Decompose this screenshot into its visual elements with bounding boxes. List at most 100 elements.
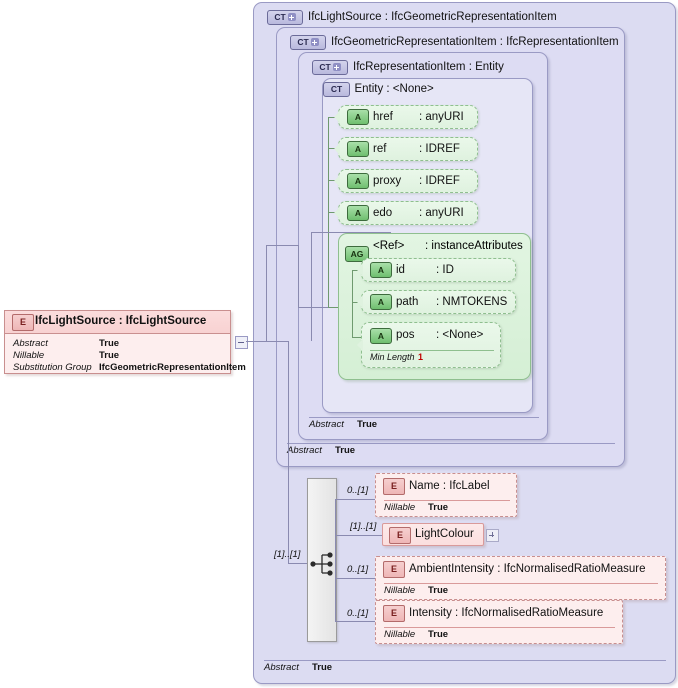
detail-value: True <box>428 502 449 513</box>
expand-plus-icon[interactable] <box>287 13 296 21</box>
ladder-h3 <box>311 232 391 233</box>
attribute-path[interactable]: A path : NMTOKENS <box>361 290 516 314</box>
element-icon: E <box>383 561 405 578</box>
root-element-title: IfcLightSource : IfcLightSource <box>35 315 207 327</box>
attribute-icon: A <box>370 328 392 344</box>
complextype-ifcrepresentationitem-header[interactable]: CT IfcRepresentationItem : Entity <box>305 57 504 77</box>
attribute-icon: A <box>370 262 392 278</box>
complextype-ifcrepresentationitem-footer: Abstract True <box>309 417 539 432</box>
detail-value: True <box>428 629 449 640</box>
element-lightcolour-title: LightColour <box>415 528 474 540</box>
attribute-ref-type: : IDREF <box>419 143 460 155</box>
attribute-ref[interactable]: A ref : IDREF <box>338 137 478 161</box>
attrgroup-branch-pos <box>352 337 361 338</box>
abstract-value: True <box>335 445 356 456</box>
element-lightcolour[interactable]: E LightColour <box>382 523 484 546</box>
detail-key: Nillable <box>384 629 416 640</box>
collapse-minus-icon[interactable] <box>235 336 248 349</box>
expand-plus-icon[interactable] <box>310 38 319 46</box>
element-icon: E <box>383 605 405 622</box>
abstract-label: Abstract <box>309 419 344 430</box>
attribute-href[interactable]: A href : anyURI <box>338 105 478 129</box>
complextype-icon[interactable]: CT <box>267 9 303 25</box>
attribute-path-name: path <box>396 296 419 308</box>
complextype-icon[interactable]: CT <box>312 59 348 75</box>
complextype-ifclightsource-label: IfcLightSource : IfcGeometricRepresentat… <box>308 11 557 23</box>
child-branch-lightcolour <box>335 535 382 536</box>
attr-tree-branch-ref <box>328 148 338 149</box>
occurrence-name: 0..[1] <box>347 485 369 496</box>
element-intensity-nillable: Nillable True <box>384 627 615 642</box>
complextype-ifcgeometricrepresentationitem-header[interactable]: CT IfcGeometricRepresentationItem : IfcR… <box>283 32 619 52</box>
attribute-id-type: : ID <box>436 264 454 276</box>
attribute-icon: A <box>347 109 369 125</box>
occurrence-intensity: 0..[1] <box>347 608 369 619</box>
attribute-edo[interactable]: A edo : anyURI <box>338 201 478 225</box>
sequence-compositor-icon <box>310 552 333 576</box>
attribute-proxy-name: proxy <box>373 175 402 187</box>
complextype-ifcrepresentationitem-label: IfcRepresentationItem : Entity <box>353 61 504 73</box>
element-intensity[interactable]: E Intensity : IfcNormalisedRatioMeasure … <box>375 600 623 644</box>
detail-key: Nillable <box>384 585 416 596</box>
ladder-h2 <box>298 307 328 308</box>
element-icon: E <box>383 478 405 495</box>
attr-tree-branch-ref-group <box>328 307 338 308</box>
element-lightcolour-expand-icon[interactable] <box>486 529 499 542</box>
element-ambientintensity[interactable]: E AmbientIntensity : IfcNormalisedRatioM… <box>375 556 666 600</box>
abstract-label: Abstract <box>287 445 322 456</box>
attribute-proxy[interactable]: A proxy : IDREF <box>338 169 478 193</box>
trunk-vertical-to-sequence <box>288 341 289 563</box>
root-element-ifclightsource[interactable]: E IfcLightSource : IfcLightSource Abstra… <box>4 310 246 374</box>
ladder-v1 <box>266 245 267 341</box>
attribute-pos[interactable]: A pos : <None> Min Length 1 <box>361 322 501 368</box>
element-icon: E <box>389 527 411 544</box>
element-name[interactable]: E Name : IfcLabel Nillable True <box>375 473 517 517</box>
attribute-proxy-type: : IDREF <box>419 175 460 187</box>
facet-label: Min Length <box>370 352 415 362</box>
prop-value: True <box>99 338 120 349</box>
element-ambientintensity-nillable: Nillable True <box>384 583 658 598</box>
prop-key: Abstract <box>13 338 48 349</box>
occurrence-lightcolour: [1]..[1] <box>350 521 377 532</box>
complextype-ifclightsource-footer: Abstract True <box>264 660 666 675</box>
attribute-pos-type: : <None> <box>436 329 484 341</box>
attributegroup-icon: AG <box>345 246 369 262</box>
attr-tree-branch-edo <box>328 212 338 213</box>
trunk-horizontal <box>246 341 288 342</box>
expand-plus-icon[interactable] <box>332 63 341 71</box>
attribute-path-type: : NMTOKENS <box>436 296 508 308</box>
complextype-ifcgeometricrepresentationitem-label: IfcGeometricRepresentationItem : IfcRepr… <box>331 36 619 48</box>
sequence-occurrence: [1]..[1] <box>274 549 301 560</box>
attribute-group-ref-name: <Ref> <box>373 240 405 252</box>
complextype-icon[interactable]: CT <box>323 81 350 97</box>
abstract-label: Abstract <box>264 662 299 673</box>
trunk-to-sequence <box>288 563 310 564</box>
child-branch-intensity <box>335 621 375 622</box>
root-element-header <box>5 311 230 334</box>
prop-value: IfcGeometricRepresentationItem <box>99 362 246 373</box>
element-name-nillable: Nillable True <box>384 500 510 515</box>
child-branch-name <box>335 499 375 500</box>
complextype-entity-header[interactable]: CT Entity : <None> <box>323 79 532 97</box>
prop-key: Nillable <box>13 350 45 361</box>
abstract-value: True <box>357 419 378 430</box>
attribute-icon: A <box>370 294 392 310</box>
attrgroup-tree-spine <box>352 270 353 337</box>
attribute-href-name: href <box>373 111 393 123</box>
facet-value: 1 <box>418 352 424 362</box>
complextype-ifcgeometricrepresentationitem-footer: Abstract True <box>287 443 615 458</box>
attribute-icon: A <box>347 141 369 157</box>
attribute-edo-type: : anyURI <box>419 207 464 219</box>
prop-value: True <box>99 350 120 361</box>
detail-value: True <box>428 585 449 596</box>
attr-tree-branch-href <box>328 117 338 118</box>
attribute-id[interactable]: A id : ID <box>361 258 516 282</box>
prop-key: Substitution Group <box>13 362 92 373</box>
attribute-icon: A <box>347 173 369 189</box>
ladder-v3 <box>311 232 312 341</box>
abstract-value: True <box>312 662 333 673</box>
occurrence-ambientintensity: 0..[1] <box>347 564 369 575</box>
attribute-pos-name: pos <box>396 329 415 341</box>
complextype-ifclightsource-header[interactable]: CT IfcLightSource : IfcGeometricRepresen… <box>260 7 557 27</box>
complextype-icon[interactable]: CT <box>290 34 326 50</box>
